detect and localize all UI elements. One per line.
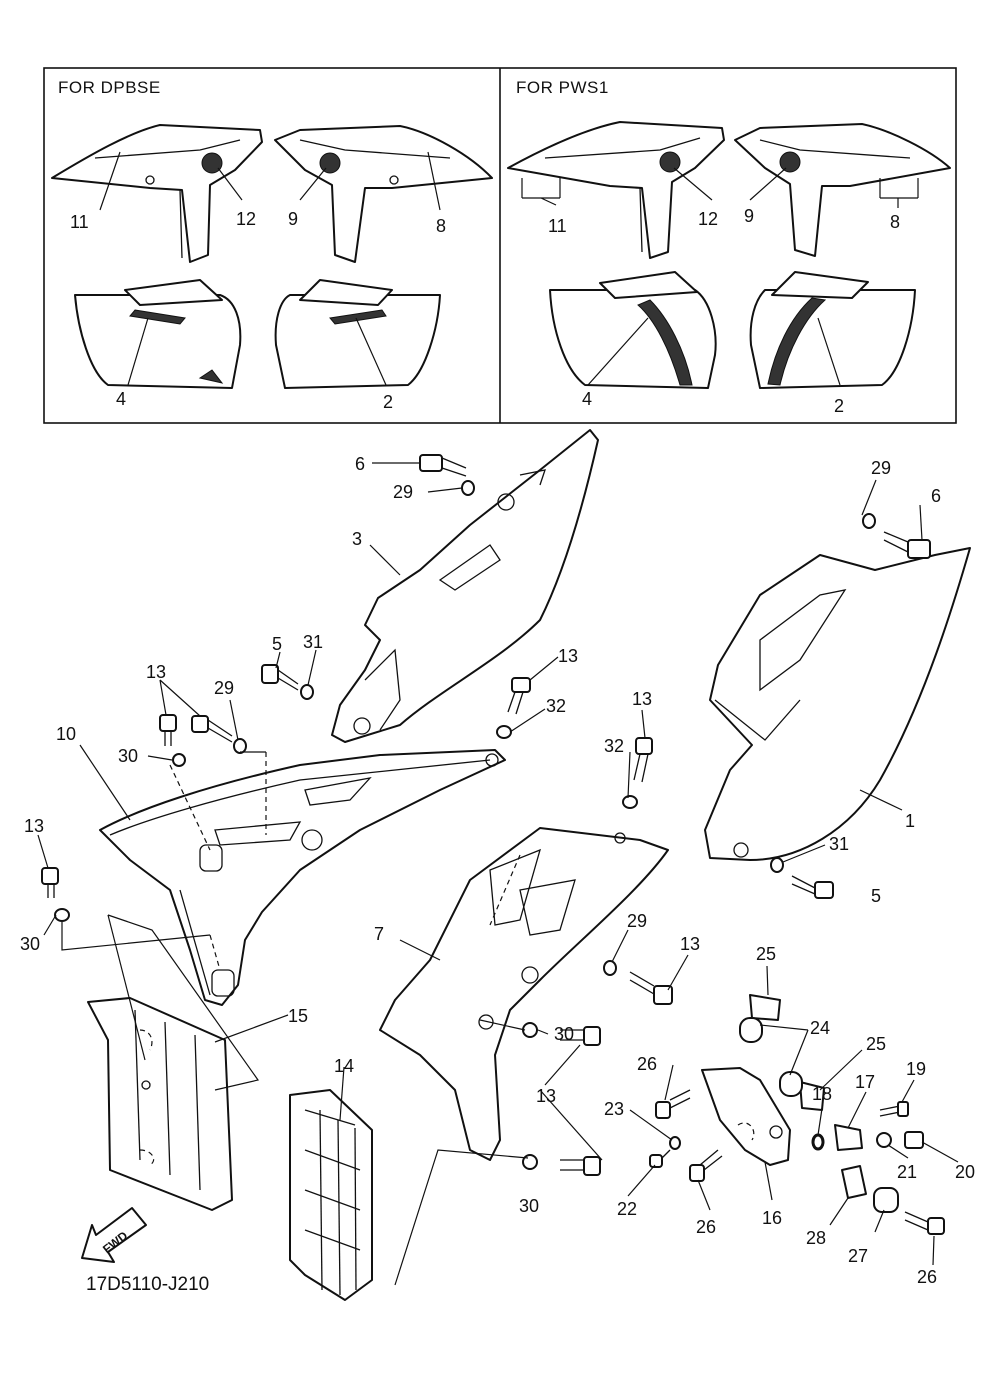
callouts: 11 12 9 8 4 2 11 12 9 8 4 2 6 29 3 29 6 … (20, 206, 975, 1287)
callout-27: 27 (848, 1246, 868, 1266)
inset-label-dpbse: FOR DPBSE (58, 78, 161, 97)
fwd-arrow-icon: FWD (81, 1207, 147, 1263)
callout-26: 26 (696, 1217, 716, 1237)
callout-11: 11 (548, 216, 567, 236)
tuning-fork-emblem (319, 152, 341, 174)
callout-13: 13 (632, 689, 652, 709)
callout-1: 1 (905, 811, 915, 831)
tuning-fork-emblem (201, 152, 223, 174)
callout-12: 12 (698, 209, 718, 229)
callout-23: 23 (604, 1099, 624, 1119)
callout-28: 28 (806, 1228, 826, 1248)
callout-26: 26 (917, 1267, 937, 1287)
callout-9: 9 (744, 206, 754, 226)
callout-20: 20 (955, 1162, 975, 1182)
callout-13: 13 (536, 1086, 556, 1106)
callout-8: 8 (436, 216, 446, 236)
callout-14: 14 (334, 1056, 354, 1076)
callout-13: 13 (680, 934, 700, 954)
callout-18: 18 (812, 1084, 832, 1104)
part-3-side-cover (331, 429, 599, 743)
part-7-shroud (379, 827, 669, 1161)
callout-29: 29 (393, 482, 413, 502)
inset-dpbse-shrouds (51, 124, 493, 389)
callout-13: 13 (24, 816, 44, 836)
callout-32: 32 (546, 696, 566, 716)
inset-pws1-shrouds (507, 121, 951, 389)
callout-32: 32 (604, 736, 624, 756)
inset-label-pws1: FOR PWS1 (516, 78, 609, 97)
callout-24: 24 (810, 1018, 830, 1038)
part-15-radiator-guard (87, 997, 233, 1211)
fasteners (41, 454, 945, 1235)
callout-10: 10 (56, 724, 76, 744)
callout-31: 31 (829, 834, 849, 854)
callout-13: 13 (558, 646, 578, 666)
callout-2: 2 (834, 396, 844, 416)
diagram-code: 17D5110-J210 (86, 1274, 209, 1295)
callout-25: 25 (866, 1034, 886, 1054)
callout-5: 5 (272, 634, 282, 654)
callout-30: 30 (554, 1024, 574, 1044)
callout-8: 8 (890, 212, 900, 232)
callout-6: 6 (355, 454, 365, 474)
callout-30: 30 (519, 1196, 539, 1216)
callout-26: 26 (637, 1054, 657, 1074)
callout-3: 3 (352, 529, 362, 549)
callout-25: 25 (756, 944, 776, 964)
callout-30: 30 (20, 934, 40, 954)
tuning-fork-emblem (659, 151, 681, 173)
callout-11: 11 (70, 212, 89, 232)
callout-9: 9 (288, 209, 298, 229)
callout-30: 30 (118, 746, 138, 766)
callout-2: 2 (383, 392, 393, 412)
callout-15: 15 (288, 1006, 308, 1026)
callout-5: 5 (871, 886, 881, 906)
leader-lines (37, 151, 959, 1266)
callout-4: 4 (582, 389, 592, 409)
part-14-louver (289, 1089, 373, 1301)
callout-12: 12 (236, 209, 256, 229)
assembly-lines (61, 751, 529, 1286)
callout-19: 19 (906, 1059, 926, 1079)
callout-6: 6 (931, 486, 941, 506)
callout-29: 29 (871, 458, 891, 478)
callout-29: 29 (627, 911, 647, 931)
callout-4: 4 (116, 389, 126, 409)
callout-16: 16 (762, 1208, 782, 1228)
part-10-shroud (99, 749, 506, 1006)
callout-31: 31 (303, 632, 323, 652)
tuning-fork-emblem (779, 151, 801, 173)
callout-17: 17 (855, 1072, 875, 1092)
part-16-bracket (701, 1067, 791, 1166)
callout-13: 13 (146, 662, 166, 682)
callout-29: 29 (214, 678, 234, 698)
callout-21: 21 (897, 1162, 917, 1182)
callout-7: 7 (374, 924, 384, 944)
part-1-side-cover (704, 547, 971, 861)
callout-22: 22 (617, 1199, 637, 1219)
